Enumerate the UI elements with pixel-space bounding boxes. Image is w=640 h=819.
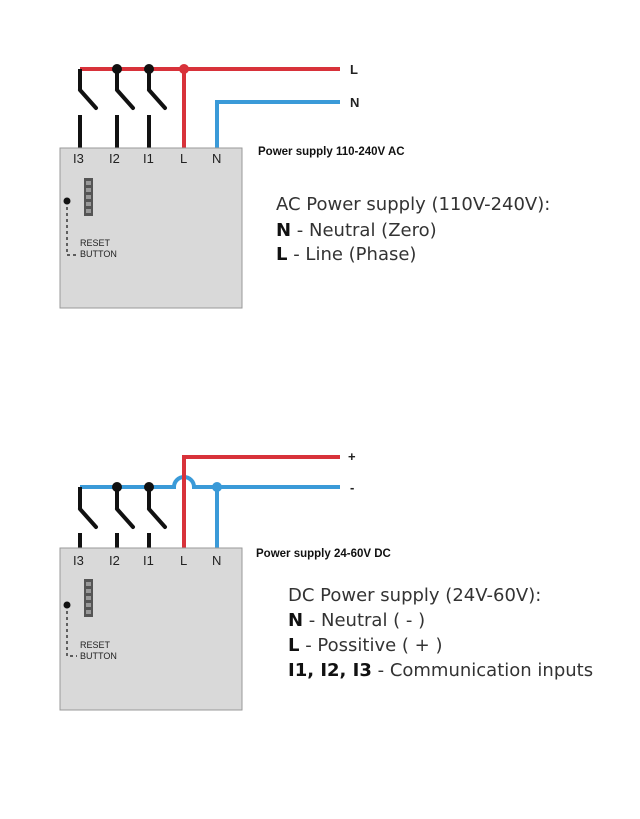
dc-switch-i1: [147, 507, 167, 529]
dc-switch-i2: [115, 507, 135, 529]
dc-desc-positive: L - Possitive ( + ): [288, 635, 442, 656]
dc-led-strip: [84, 579, 93, 617]
ac-supply-label: Power supply 110-240V AC: [258, 146, 405, 158]
ac-junctions: [112, 64, 189, 74]
dc-desc-positive-text: - Possitive ( + ): [299, 635, 442, 656]
dc-positive-wire: [182, 455, 340, 548]
ac-switch-i2: [115, 88, 135, 110]
ac-diagram: L N I3 I2 I1 L N RESET BUTTON Power supp…: [59, 62, 550, 309]
ac-junction-l: [179, 64, 189, 74]
ac-desc-line-text: - Line (Phase): [287, 244, 416, 265]
ac-desc-neutral-key: N: [276, 220, 291, 241]
ac-terminal-i1: I1: [143, 151, 154, 166]
dc-desc-inputs-text: - Communication inputs: [372, 660, 593, 681]
dc-wire-label-minus: -: [350, 480, 354, 495]
ac-desc-line-key: L: [276, 244, 287, 265]
ac-wire-label-n: N: [350, 95, 359, 110]
ac-reset-label-2: BUTTON: [80, 249, 117, 259]
dc-junction-i1: [144, 482, 154, 492]
ac-terminal-n: N: [212, 151, 221, 166]
dc-diagram: + - I3 I2 I1 L N RESET BUTTON Power supp…: [59, 449, 593, 711]
dc-terminal-n: N: [212, 553, 221, 568]
dc-junctions: [112, 482, 222, 492]
ac-led-strip: [84, 178, 93, 216]
dc-switches: [78, 507, 167, 529]
dc-wire-label-plus: +: [348, 449, 356, 464]
dc-reset-label-2: BUTTON: [80, 651, 117, 661]
ac-terminal-labels: I3 I2 I1 L N: [73, 151, 221, 166]
ac-junction-i2: [112, 64, 122, 74]
dc-supply-label: Power supply 24-60V DC: [256, 548, 391, 560]
dc-junction-n: [212, 482, 222, 492]
ac-switch-i1: [147, 88, 167, 110]
dc-switch-i3: [78, 507, 98, 529]
dc-reset-leader: [66, 611, 77, 657]
dc-desc-inputs-key: I1, I2, I3: [288, 660, 372, 681]
ac-wires: [78, 67, 340, 148]
ac-terminal-i3: I3: [73, 151, 84, 166]
dc-junction-i2: [112, 482, 122, 492]
dc-terminal-i2: I2: [109, 553, 120, 568]
dc-terminal-labels: I3 I2 I1 L N: [73, 553, 221, 568]
ac-module-box: [59, 147, 243, 309]
dc-reset-label-1: RESET: [80, 640, 111, 650]
dc-desc-inputs: I1, I2, I3 - Communication inputs: [288, 660, 593, 681]
ac-reset-leader: [66, 207, 77, 256]
ac-wire-label-l: L: [350, 62, 358, 77]
ac-switch-i3: [78, 88, 98, 110]
dc-desc-title: DC Power supply (24V-60V):: [288, 585, 541, 606]
dc-reset-button: [63, 601, 71, 609]
ac-junction-i1: [144, 64, 154, 74]
dc-terminal-l: L: [180, 553, 187, 568]
ac-desc-neutral: N - Neutral (Zero): [276, 220, 437, 241]
dc-desc-neutral: N - Neutral ( - ): [288, 610, 425, 631]
dc-terminal-i1: I1: [143, 553, 154, 568]
ac-neutral-wire: [215, 100, 340, 148]
dc-wires: [78, 455, 340, 548]
ac-terminal-l: L: [180, 151, 187, 166]
dc-desc-neutral-text: - Neutral ( - ): [303, 610, 425, 631]
dc-module-box: [59, 547, 243, 711]
ac-switches: [78, 88, 167, 110]
ac-reset-button: [63, 197, 71, 205]
ac-desc-line: L - Line (Phase): [276, 244, 416, 265]
dc-terminal-i3: I3: [73, 553, 84, 568]
ac-desc-title: AC Power supply (110V-240V):: [276, 194, 550, 215]
ac-reset-label-1: RESET: [80, 238, 111, 248]
ac-terminal-i2: I2: [109, 151, 120, 166]
dc-desc-positive-key: L: [288, 635, 299, 656]
dc-desc-neutral-key: N: [288, 610, 303, 631]
ac-desc-neutral-text: - Neutral (Zero): [291, 220, 437, 241]
